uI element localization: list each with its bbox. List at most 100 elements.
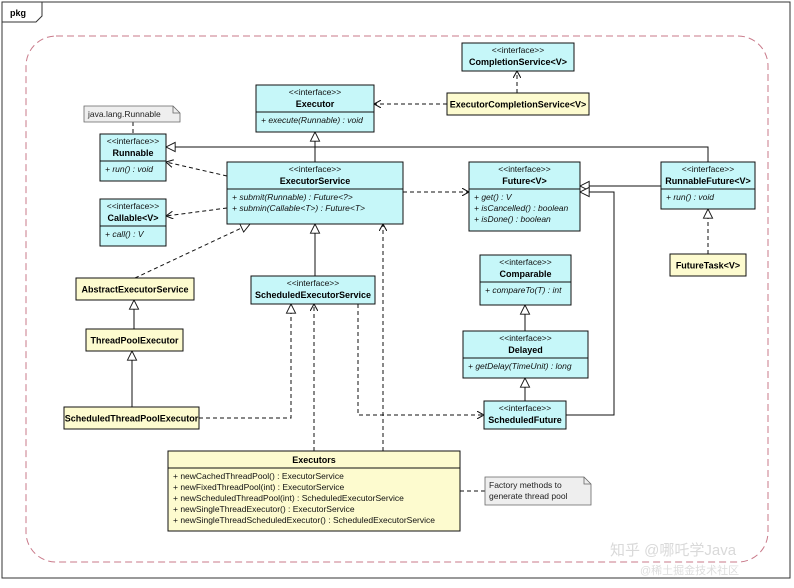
- class-box: [468, 161, 581, 232]
- edge-scheduled-future-extends-future: [566, 192, 615, 416]
- class-name: Runnable: [112, 148, 153, 158]
- class-name: Delayed: [508, 345, 543, 355]
- edge-executor-service-uses-runnable: [166, 162, 228, 177]
- class-runnable-future: <<interface>> RunnableFuture<V> + run() : …: [660, 161, 756, 210]
- watermark-primary: 知乎 @哪吒学Java: [610, 542, 737, 559]
- class-name: RunnableFuture<V>: [665, 176, 751, 186]
- note-fold: [583, 477, 591, 485]
- class-member: + getDelay(TimeUnit) : long: [468, 361, 572, 371]
- class-box: [99, 133, 167, 182]
- stereotype-label: <<interface>>: [499, 403, 551, 413]
- note-shape: [484, 476, 592, 506]
- class-box: [446, 92, 590, 116]
- class-executor: <<interface>> Executor + execute(Runnable)…: [255, 84, 375, 133]
- package-label: pkg: [10, 8, 26, 18]
- class-name: AbstractExecutorService: [81, 285, 188, 295]
- class-name: Executor: [296, 99, 335, 109]
- class-member: + compareTo(T) : int: [485, 285, 562, 295]
- class-member: + newSingleThreadExecutor() : ExecutorSe…: [173, 504, 355, 514]
- class-box: [660, 161, 756, 210]
- class-executor-completion-service: ExecutorCompletionService<V>: [446, 92, 590, 116]
- note-runnable-note: java.lang.Runnable: [83, 105, 181, 123]
- note-fold: [172, 106, 180, 114]
- note-text: generate thread pool: [489, 491, 568, 501]
- class-member: + run() : void: [666, 192, 714, 202]
- class-member: + execute(Runnable) : void: [261, 115, 363, 125]
- class-scheduled-executor-service: <<interface>> ScheduledExecutorService: [250, 275, 376, 305]
- class-box: [462, 330, 589, 379]
- class-future: <<interface>> Future<V> + get() : V+ isCan…: [468, 161, 581, 232]
- watermark-secondary: @稀土掘金技术社区: [640, 563, 739, 577]
- class-executors: Executors+ newCachedThreadPool() : Execu…: [167, 450, 461, 532]
- class-thread-pool-executor: ThreadPoolExecutor: [85, 328, 184, 352]
- class-member: + isCancelled() : boolean: [474, 203, 569, 213]
- class-name: Future<V>: [502, 176, 547, 186]
- edge-abstract-implements-executor-service: [134, 224, 250, 279]
- class-nodes: <<interface>> CompletionService<V> Executo…: [63, 42, 756, 532]
- class-box: [167, 450, 461, 532]
- stereotype-label: <<interface>>: [498, 164, 550, 174]
- class-box: [75, 277, 195, 301]
- stereotype-label: <<interface>>: [107, 136, 159, 146]
- class-box: [479, 254, 572, 306]
- stereotype-label: <<interface>>: [682, 164, 734, 174]
- class-box: [250, 275, 376, 305]
- class-name: ExecutorCompletionService<V>: [450, 100, 587, 110]
- class-completion-service: <<interface>> CompletionService<V>: [461, 42, 575, 72]
- class-name: ScheduledThreadPoolExecutor: [65, 414, 199, 424]
- stereotype-label: <<interface>>: [289, 164, 341, 174]
- stereotype-label: <<interface>>: [107, 201, 159, 211]
- class-box: [461, 42, 575, 72]
- note-text: Factory methods to: [489, 480, 562, 490]
- class-name: CompletionService<V>: [469, 57, 567, 67]
- stereotype-label: <<interface>>: [289, 87, 341, 97]
- class-member: + newSingleThreadScheduledExecutor() : S…: [173, 515, 435, 525]
- class-member: + newCachedThreadPool() : ExecutorServic…: [173, 471, 344, 481]
- note-text: java.lang.Runnable: [87, 109, 161, 119]
- relationship-edges: [132, 71, 708, 492]
- stereotype-label: <<interface>>: [499, 257, 551, 267]
- class-box: [226, 161, 404, 225]
- class-member: + newFixedThreadPool(int) : ExecutorServ…: [173, 482, 345, 492]
- class-scheduled-thread-pool-executor: ScheduledThreadPoolExecutor: [63, 406, 200, 430]
- class-member: + get() : V: [474, 192, 513, 202]
- class-name: ScheduledExecutorService: [255, 290, 371, 300]
- class-box: [63, 406, 200, 430]
- boundary-dashed: [25, 35, 769, 563]
- class-box: [669, 253, 747, 277]
- class-executor-service: <<interface>> ExecutorService + submit(Run…: [226, 161, 404, 225]
- stereotype-label: <<interface>>: [492, 45, 544, 55]
- class-member: + submit(Runnable) : Future<?>: [232, 192, 353, 202]
- class-name: FutureTask<V>: [676, 261, 740, 271]
- class-runnable: <<interface>> Runnable + run() : void: [99, 133, 167, 182]
- edge-executor-service-uses-callable: [166, 207, 228, 216]
- class-name: Comparable: [499, 269, 551, 279]
- class-future-task: FutureTask<V>: [669, 253, 747, 277]
- package-frame: [1, 1, 791, 579]
- class-delayed: <<interface>> Delayed + getDelay(TimeUnit)…: [462, 330, 589, 379]
- class-box: [483, 400, 567, 430]
- class-comparable: <<interface>> Comparable + compareTo(T) : …: [479, 254, 572, 306]
- class-box: [255, 84, 375, 133]
- class-abstract-executor-service: AbstractExecutorService: [75, 277, 195, 301]
- class-name: Callable<V>: [107, 213, 158, 223]
- stereotype-label: <<interface>>: [287, 278, 339, 288]
- class-member: + run() : void: [105, 164, 153, 174]
- stereotype-label: <<interface>>: [499, 333, 551, 343]
- class-member: + submin(Callable<T>) : Future<T>: [232, 203, 365, 213]
- package-tab: [1, 1, 43, 23]
- class-member: + newScheduledThreadPool(int) : Schedule…: [173, 493, 404, 503]
- class-member: + isDone() : boolean: [474, 214, 551, 224]
- class-callable: <<interface>>Callable<V>+ call() : V: [99, 198, 167, 247]
- note-shape: [83, 105, 181, 123]
- class-box: [99, 198, 167, 247]
- edge-scheduled-es-uses-scheduled-future: [357, 304, 484, 415]
- class-name: ExecutorService: [280, 176, 351, 186]
- edge-stpe-implements-scheduled-es: [199, 304, 291, 419]
- class-scheduled-future: <<interface>> ScheduledFuture: [483, 400, 567, 430]
- class-name: ScheduledFuture: [488, 415, 562, 425]
